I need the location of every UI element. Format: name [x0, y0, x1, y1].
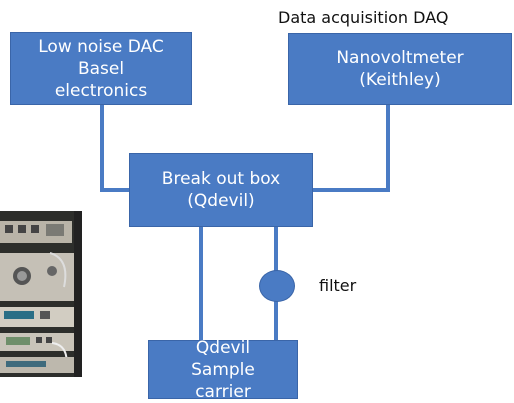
wire-dac-horizontal: [100, 188, 130, 192]
wire-nanovolt-vertical: [386, 104, 390, 192]
wire-dac-vertical: [100, 104, 104, 192]
nanovoltmeter-box: Nanovoltmeter (Keithley): [288, 33, 512, 105]
equipment-rack-photo: [0, 211, 82, 377]
filter-label: filter: [319, 276, 357, 295]
wire-nanovolt-horizontal: [312, 188, 390, 192]
dac-box: Low noise DAC Basel electronics: [10, 32, 192, 105]
sample-carrier-box: Qdevil Sample carrier: [148, 338, 298, 402]
breakout-box: Break out box (Qdevil): [129, 153, 313, 227]
diagram-title: Data acquisition DAQ: [278, 8, 449, 27]
filter-node: [259, 270, 295, 302]
equipment-rack-image: [0, 211, 82, 377]
wire-breakout-sample-left: [199, 226, 203, 341]
